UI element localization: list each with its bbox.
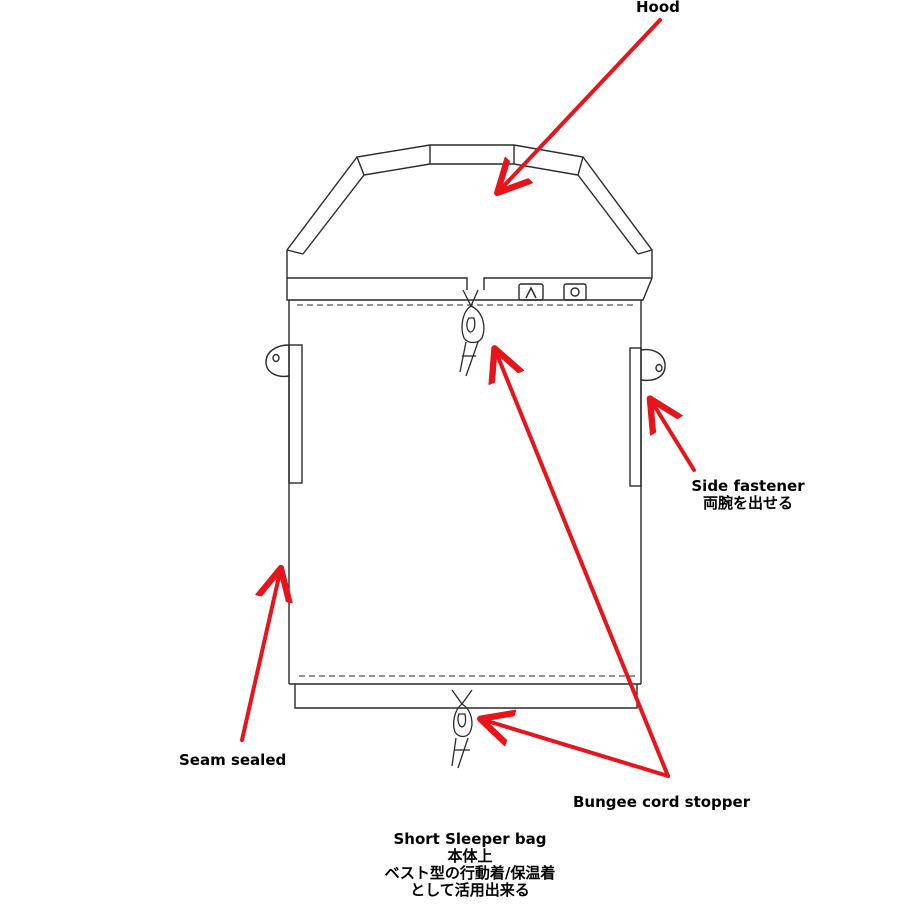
hood-drawing [286, 144, 653, 290]
seam-sealed-arrow [240, 572, 280, 742]
left-side-fastener [265, 344, 303, 484]
seam-sealed-label: Seam sealed [179, 751, 287, 769]
main-body [288, 300, 642, 709]
caption-line-4: として活用出来る [410, 881, 530, 899]
caption-block: Short Sleeper bag 本体上 ベスト型の行動着/保温着 として活用… [340, 831, 600, 899]
side-fastener-label-jp: 両腕を出せる [702, 494, 793, 512]
bottom-bungee-stopper [451, 689, 473, 769]
caption-line-3: ベスト型の行動着/保温着 [384, 864, 556, 882]
bungee-arrow-bottom [484, 720, 670, 778]
side-fastener-label-en: Side fastener [691, 477, 805, 495]
right-side-fastener [629, 347, 666, 487]
top-band [286, 277, 653, 306]
top-bungee-stopper [459, 289, 485, 377]
bungee-cord-stopper-label: Bungee cord stopper [573, 793, 751, 811]
side-fastener-arrow [652, 402, 696, 472]
hood-label: Hood [636, 0, 680, 16]
side-fastener-label: Side fastener 両腕を出せる [679, 478, 817, 512]
caption-title: Short Sleeper bag [393, 830, 547, 848]
annotation-arrows [240, 18, 696, 778]
hood-arrow [500, 18, 662, 190]
bungee-arrow-top [496, 352, 670, 778]
caption-line-2: 本体上 [447, 847, 493, 865]
